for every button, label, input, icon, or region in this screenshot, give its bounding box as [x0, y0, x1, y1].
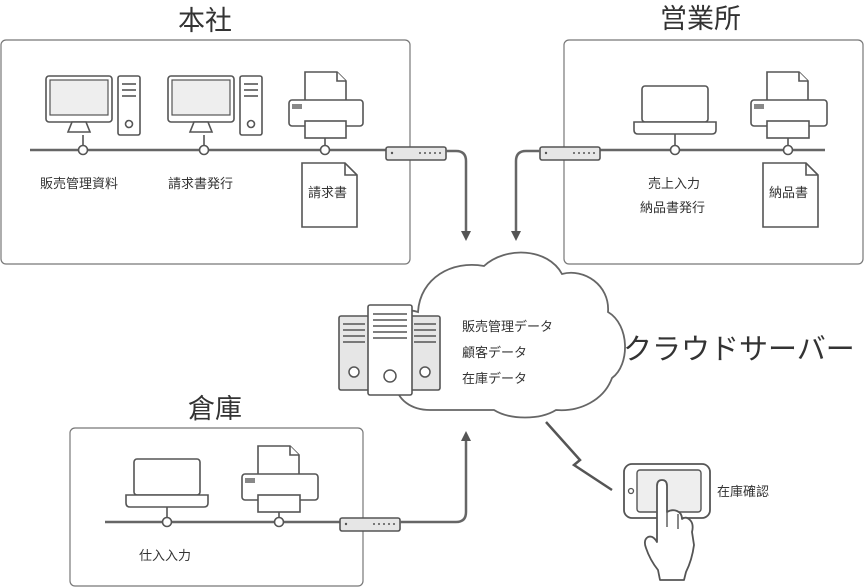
invoice-document-label: 請求書 — [308, 186, 347, 201]
printer-icon — [241, 445, 319, 528]
honsha-uplink-arrow — [446, 149, 471, 241]
laptop-icon — [125, 458, 209, 528]
soko-box — [69, 427, 364, 587]
honsha-label-invoice-issue: 請求書発行 — [168, 177, 233, 192]
wireless-signal-icon — [545, 421, 613, 492]
honsha-label-sales-docs: 販売管理資料 — [40, 176, 118, 192]
tablet-stock-check-label: 在庫確認 — [717, 484, 769, 500]
eigyosho-box — [563, 39, 864, 265]
soko-title: 倉庫 — [188, 394, 242, 425]
printer-icon — [750, 71, 828, 156]
soko-uplink-arrow — [400, 431, 471, 524]
network-router-icon — [339, 517, 401, 532]
server-rack-icon — [338, 304, 441, 396]
eigyosho-label-sales-entry: 売上入力 — [648, 176, 700, 192]
hand-pointer-icon — [643, 479, 695, 581]
cloud-data-item: 販売管理データ — [462, 319, 553, 335]
desktop-computer-icon — [45, 75, 141, 156]
delivery-slip-document-icon — [762, 162, 819, 228]
eigyosho-uplink-arrow — [511, 149, 540, 241]
eigyosho-title: 営業所 — [660, 4, 741, 35]
printer-icon — [288, 71, 364, 156]
soko-label-purchase-entry: 仕入入力 — [139, 549, 191, 564]
honsha-title: 本社 — [178, 6, 232, 37]
desktop-computer-icon — [167, 75, 263, 156]
laptop-icon — [633, 85, 717, 156]
cloud-data-item: 在庫データ — [462, 371, 527, 387]
delivery-slip-document-label: 納品書 — [769, 186, 808, 201]
invoice-document-icon — [301, 162, 358, 228]
eigyosho-label-delivery-issue: 納品書発行 — [640, 201, 705, 216]
cloud-data-item: 顧客データ — [462, 345, 527, 361]
network-router-icon — [539, 146, 601, 161]
cloud-server-title: クラウドサーバー — [623, 332, 855, 366]
network-router-icon — [385, 146, 447, 161]
